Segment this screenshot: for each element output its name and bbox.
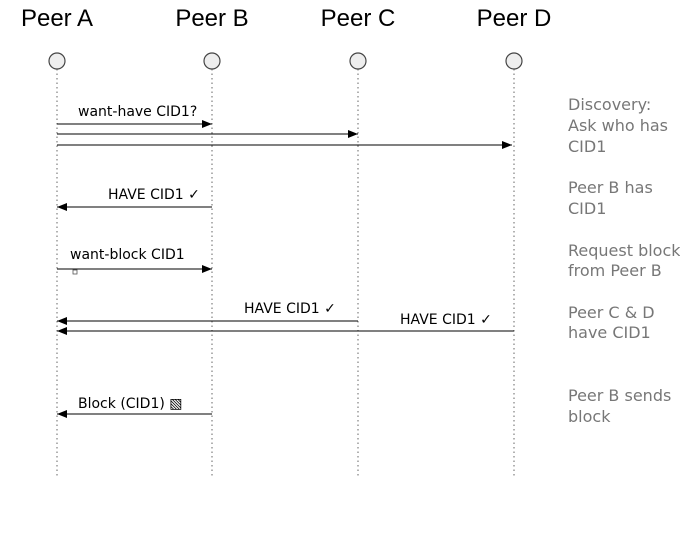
note-discovery-line-2: Ask who has bbox=[568, 116, 668, 135]
peer-d-head bbox=[505, 52, 523, 70]
have-b-label: HAVE CID1 ✓ bbox=[108, 187, 200, 203]
want-have-label: want-have CID1? bbox=[78, 104, 197, 120]
note-discovery-line-3: CID1 bbox=[568, 137, 606, 156]
peer-a-title: Peer A bbox=[21, 5, 93, 32]
note-peer-b-sends-line-2: block bbox=[568, 407, 611, 426]
note-peer-b-sends-line-1: Peer B sends bbox=[568, 386, 671, 405]
block-label: Block (CID1) ▧ bbox=[78, 396, 183, 412]
note-peer-b-has-line-2: CID1 bbox=[568, 199, 606, 218]
note-request-block-line-1: Request block bbox=[568, 241, 680, 260]
have-c-label: HAVE CID1 ✓ bbox=[244, 301, 336, 317]
note-peer-cd-have-line-1: Peer C & D bbox=[568, 303, 655, 322]
want-block-label: want-block CID1 bbox=[70, 247, 185, 263]
peer-c-head bbox=[349, 52, 367, 70]
peer-b-head bbox=[203, 52, 221, 70]
peer-a-head bbox=[48, 52, 66, 70]
note-peer-b-has-line-1: Peer B has bbox=[568, 178, 653, 197]
peer-b-title: Peer B bbox=[175, 5, 248, 32]
peer-c-title: Peer C bbox=[321, 5, 396, 32]
have-d-label: HAVE CID1 ✓ bbox=[400, 312, 492, 328]
peer-d-title: Peer D bbox=[477, 5, 552, 32]
note-discovery-line-1: Discovery: bbox=[568, 95, 651, 114]
note-peer-cd-have-line-2: have CID1 bbox=[568, 323, 651, 342]
note-request-block-line-2: from Peer B bbox=[568, 261, 662, 280]
want-block-marker-icon bbox=[72, 269, 78, 275]
